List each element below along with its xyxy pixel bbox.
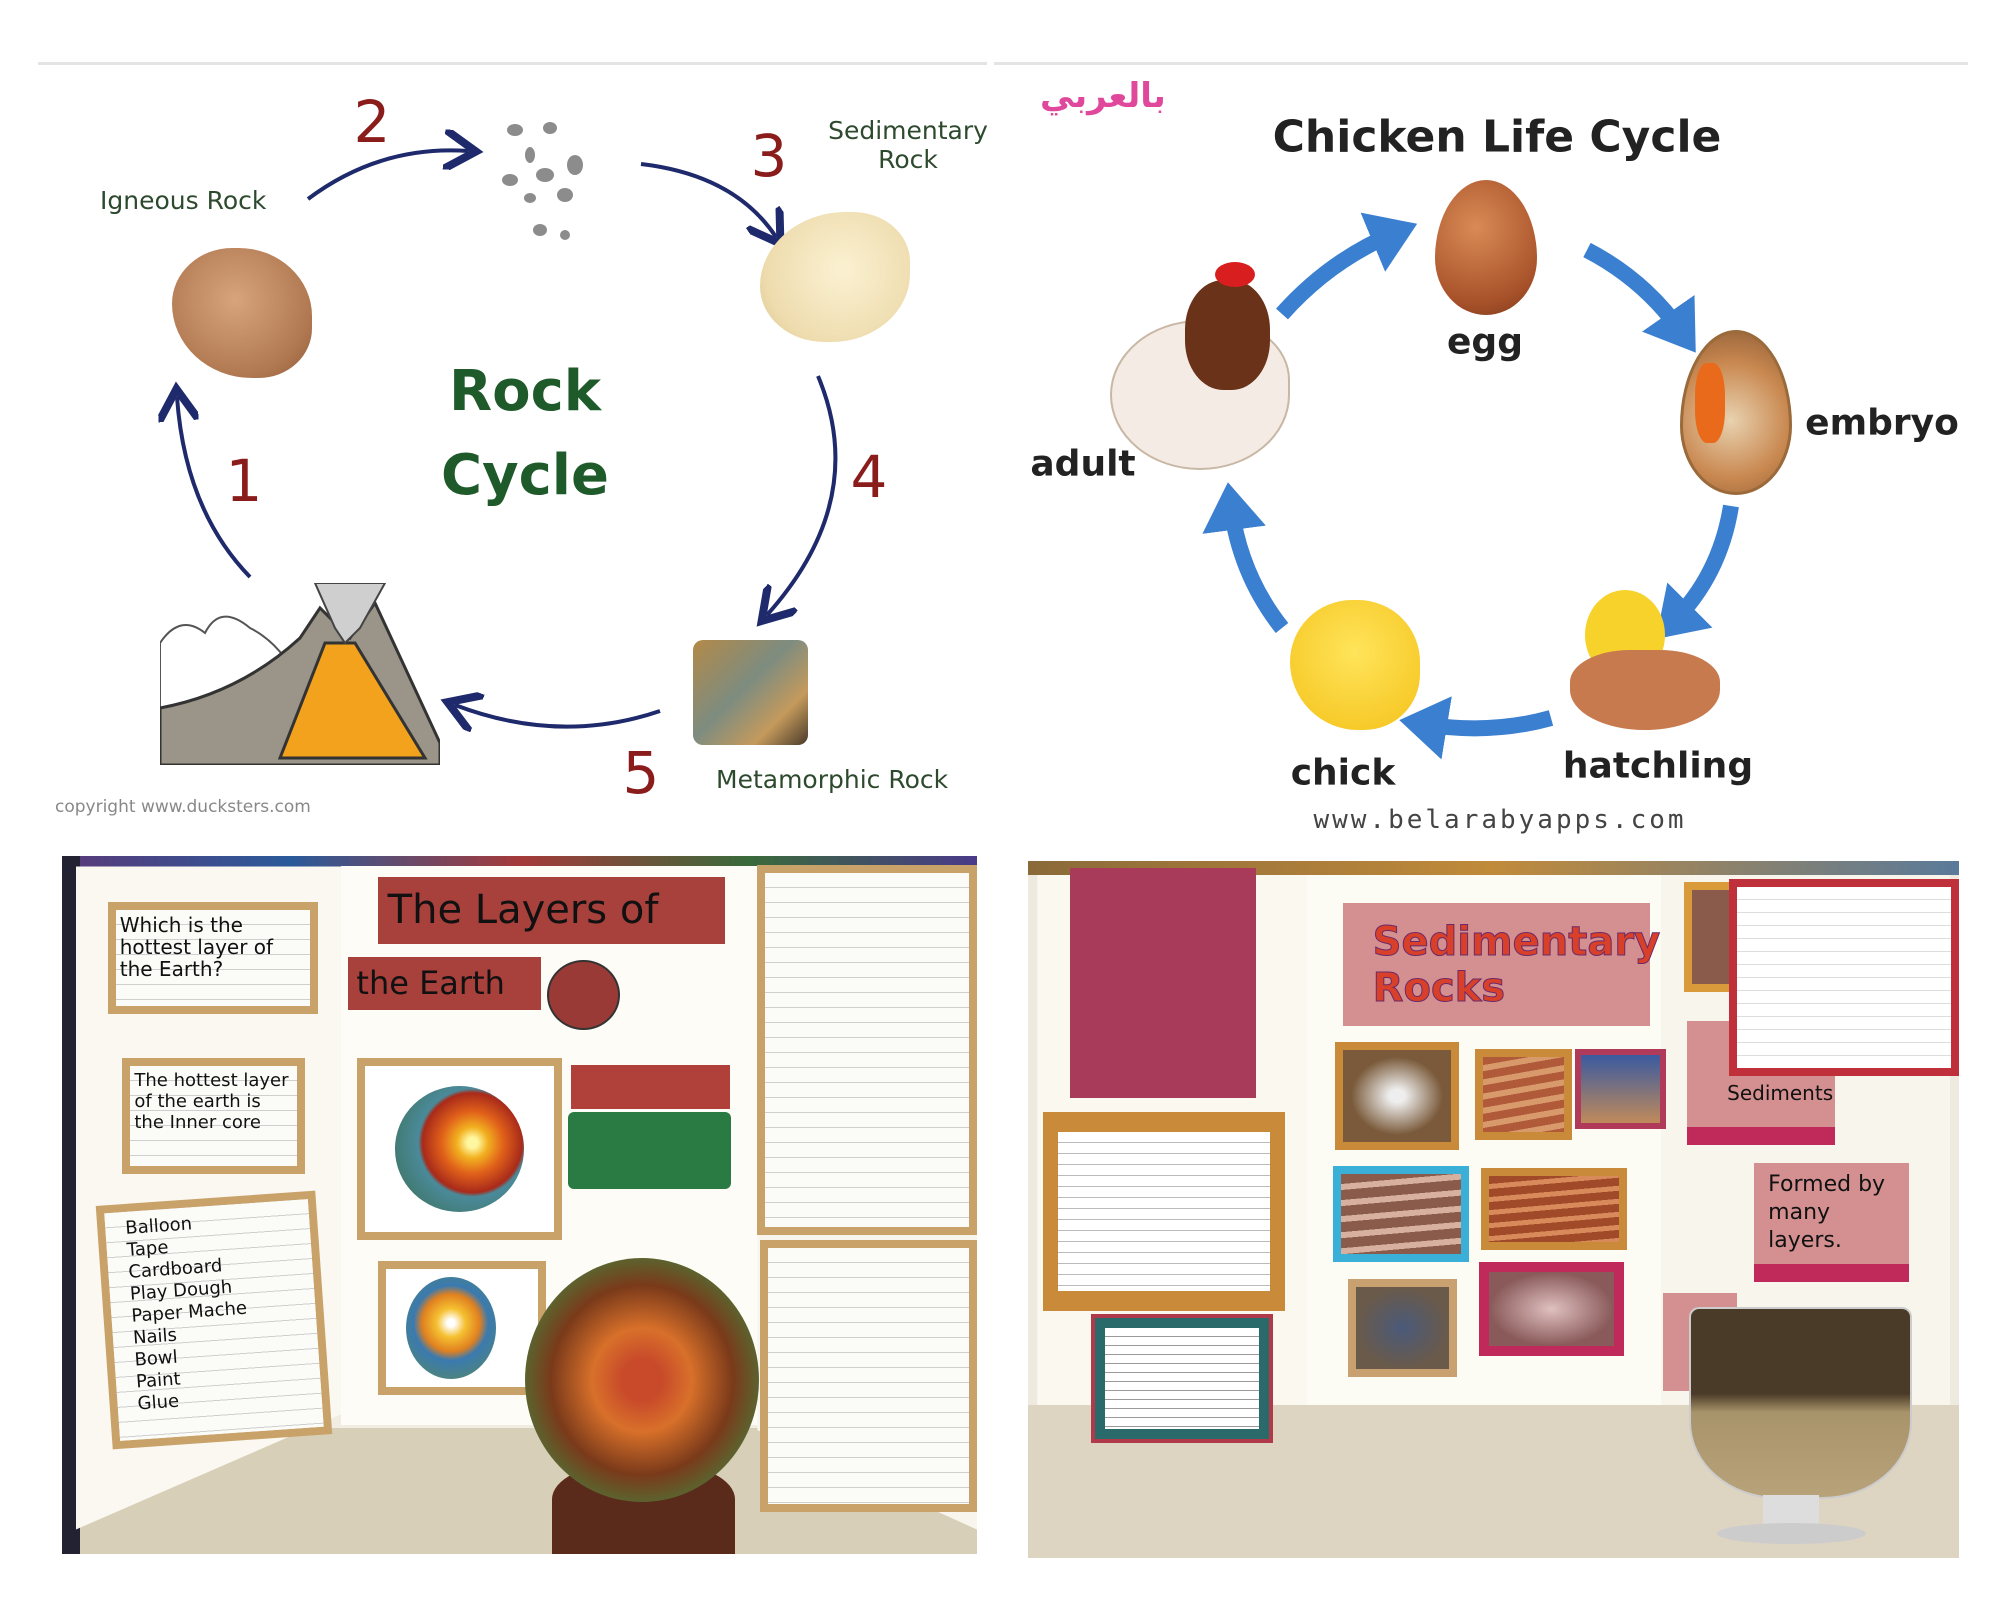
earth-cutaway-card (377, 1260, 547, 1395)
rock-photo (1335, 1042, 1460, 1151)
writing-page-bottom (760, 1239, 977, 1513)
small-folder (1091, 1314, 1273, 1443)
earth-diagram-card (356, 1058, 562, 1240)
sediment-layers-jar (1689, 1307, 1913, 1500)
board-title-line2: the Earth (348, 957, 541, 1011)
rock-photo (1481, 1167, 1627, 1250)
question-card: Which is the hottest layer of the Earth? (107, 902, 319, 1014)
magenta-labels-panel (1069, 867, 1257, 1098)
rock-photo (1575, 1049, 1666, 1130)
rock-photo (1348, 1279, 1458, 1377)
earth-drawing-icon (546, 960, 621, 1030)
green-caption (567, 1112, 731, 1189)
earth-layers-model (524, 1258, 760, 1503)
rock-photo (1478, 1261, 1624, 1356)
red-caption (570, 1065, 730, 1110)
writing-page-top (757, 865, 977, 1235)
formed-by-layers-note: Formed by many layers. (1754, 1163, 1909, 1282)
rock-photo (1474, 1049, 1572, 1140)
folded-letter (1729, 879, 1959, 1077)
chicken-life-cycle-diagram (994, 62, 1968, 840)
layers-of-earth-project-photo: Which is the hottest layer of the Earth?… (62, 856, 977, 1554)
sedimentary-title: Sedimentary Rocks (1342, 902, 1661, 1027)
sedimentary-rocks-project-photo: Sedimentary Rocks Sediments Formed by ma… (1028, 861, 1959, 1558)
rock-cycle-diagram (38, 62, 987, 833)
answer-card: The hottest layer of the earth is the In… (122, 1058, 306, 1174)
rock-photo (1333, 1165, 1470, 1262)
tan-folder (1042, 1111, 1285, 1311)
board-title-line1: The Layers of (377, 876, 726, 944)
jar-base (1716, 1523, 1866, 1545)
